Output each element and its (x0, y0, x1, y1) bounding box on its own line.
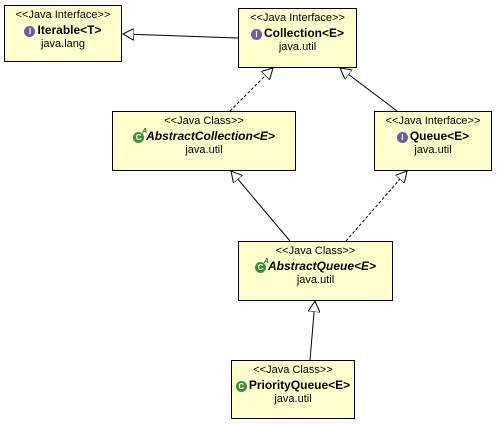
interface-icon: I (250, 29, 262, 40)
class-icon: C (235, 381, 247, 392)
edge-abstractqueue-extends-abstractcollection (231, 171, 291, 242)
stereotype-label: <<Java Class>> (164, 115, 244, 127)
package-label: java.util (274, 393, 312, 405)
package-label: java.util (414, 144, 452, 156)
class-name: Queue<E> (409, 129, 470, 143)
class-name: Collection<E> (263, 26, 345, 40)
edge-collection-extends-iterable (123, 34, 239, 38)
stereotype-label: <<Java Class>> (253, 364, 333, 376)
edge-abstractqueue-implements-queue (345, 171, 407, 242)
stereotype-label: <<Java Class>> (275, 245, 356, 257)
package-label: java.util (278, 41, 317, 53)
class-name: PriorityQueue<E> (248, 378, 351, 392)
package-label: java.util (185, 144, 223, 156)
edge-queue-extends-collection (340, 68, 398, 112)
stereotype-label: <<Java Interface>> (250, 12, 345, 24)
stereotype-label: <<Java Interface>> (385, 115, 481, 127)
class-name: AbstractQueue<E> (267, 259, 377, 273)
package-label: java.util (296, 274, 335, 286)
stereotype-label: <<Java Interface>> (15, 9, 111, 21)
edge-abstractcollection-implements-collection (229, 68, 273, 112)
class-name: Iterable<T> (37, 23, 102, 37)
interface-icon: I (396, 132, 408, 143)
class-name: AbstractCollection<E> (146, 129, 275, 143)
interface-icon: I (24, 26, 36, 37)
edge-priorityqueue-extends-abstractqueue (310, 301, 315, 361)
package-label: java.lang (40, 38, 86, 50)
